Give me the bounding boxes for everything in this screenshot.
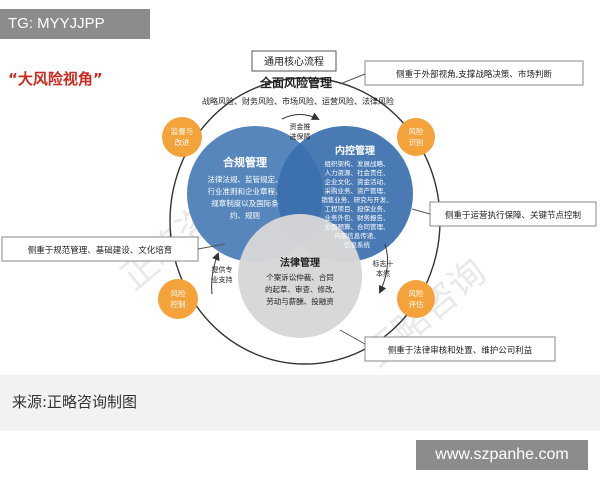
inner-arrow-top — [281, 112, 320, 120]
orange-assess-2: 评估 — [409, 299, 424, 309]
callout-right-mid-box — [429, 201, 597, 227]
site-watermark: www.szpanhe.com — [416, 440, 588, 470]
ic-line-8: 全面预算、合同管理、 — [325, 222, 390, 231]
ic-line-6: 工程项目、担保业务、 — [325, 204, 390, 213]
compliance-line-2: 行业准则和企业章程、 — [208, 186, 283, 196]
orange-supervision-2: 改进 — [175, 137, 190, 147]
callout-right-top: 侧重于外部视角,支撑战略决策、市场判断 — [396, 69, 552, 80]
orange-control-1: 风险 — [171, 288, 186, 298]
ic-line-2: 人力资源、社会责任、 — [325, 168, 390, 177]
orange-assess-1: 风险 — [409, 288, 424, 298]
compliance-line-4: 约、规则 — [230, 210, 260, 220]
legal-circle — [238, 214, 362, 338]
compliance-title: 合规管理 — [223, 155, 267, 169]
orange-circle-supervision — [162, 117, 202, 157]
connector-right-bottom — [339, 329, 366, 345]
ic-line-5: 销售业务、研究与开发、 — [321, 195, 393, 204]
orange-control-2: 控制 — [171, 299, 186, 309]
orange-circle-assess — [397, 280, 435, 318]
inner-label-right-1: 标志十 — [373, 259, 394, 268]
inner-label-right-2: 本然 — [376, 269, 390, 278]
orange-supervision-1: 监督与 — [171, 126, 194, 136]
legal-title: 法律管理 — [280, 256, 320, 269]
orange-identify-1: 风险 — [409, 126, 424, 136]
legal-line-3: 劳动与薪酬、投融资 — [266, 296, 334, 306]
top-label-box — [251, 50, 337, 72]
ic-line-9: 内部信息传递、 — [334, 231, 380, 240]
ic-line-3: 企业文化、资金活动、 — [325, 177, 390, 186]
tag-label: TG: MYYJJPP — [0, 9, 150, 39]
callout-right-top-box — [364, 60, 584, 86]
connector-right-top — [339, 73, 366, 85]
source-caption: 来源:正略咨询制图 — [12, 393, 138, 411]
compliance-line-3: 规章制度以及国际条 — [211, 198, 279, 208]
caption-bar: 来源:正略咨询制图 — [0, 375, 600, 431]
ic-line-10: 信息系统 — [344, 240, 371, 249]
inner-arrow-left — [211, 252, 220, 295]
inner-label-top-1: 资金推 — [290, 122, 311, 131]
connector-left-mid — [197, 243, 226, 250]
callout-right-bottom: 侧重于法律审核和处置、维护公司利益 — [388, 345, 533, 356]
inner-arrow-right — [378, 243, 389, 294]
connector-right-mid — [411, 208, 431, 215]
orange-identify-2: 识别 — [409, 138, 424, 147]
ic-line-7: 业务外包、财务报告、 — [325, 213, 390, 222]
risk-management-diagram: 正略咨询 正略咨询 “大风险视角” 通用核心流程 全面风险管理 战略风险、财务风… — [0, 44, 600, 375]
legal-line-2: 的起草、审查、修改, — [265, 284, 335, 294]
inner-label-left-1: 提供专 — [212, 265, 233, 274]
top-label: 通用核心流程 — [264, 55, 324, 68]
internal-control-title: 内控管理 — [335, 144, 375, 157]
risk-categories: 战略风险、财务风险、市场风险、运营风险、法律风险 — [202, 96, 394, 106]
inner-label-left-2: 业支持 — [212, 275, 233, 284]
callout-right-bottom-box — [364, 336, 556, 362]
inner-label-top-2: 进保障 — [290, 132, 311, 141]
compliance-line-1: 法律法规、监管规定、 — [208, 174, 283, 184]
callout-right-mid: 侧重于运营执行保障、关键节点控制 — [445, 210, 581, 221]
callout-left-mid: 侧重于规范管理、基础建设、文化培育 — [28, 245, 173, 256]
callout-left-mid-box — [1, 236, 199, 262]
ic-line-1: 组织架构、发展战略、 — [325, 159, 390, 168]
main-title: 全面风险管理 — [259, 75, 332, 90]
legal-line-1: 个案诉讼仲裁、合同 — [266, 272, 334, 282]
orange-circle-identify — [397, 118, 435, 156]
title-quote: “大风险视角” — [8, 70, 103, 88]
ic-line-4: 采购业务、资产管理、 — [325, 186, 390, 195]
orange-circle-control — [158, 279, 198, 319]
